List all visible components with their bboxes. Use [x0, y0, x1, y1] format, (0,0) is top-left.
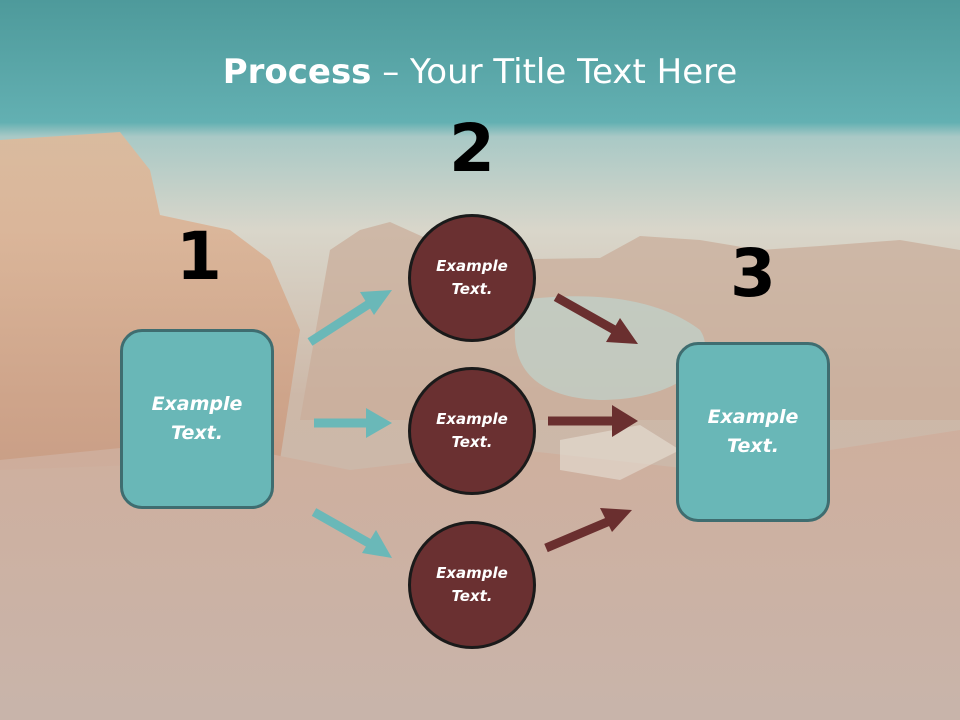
- maroon-arrow-middle: [548, 405, 638, 437]
- maroon-arrow-up: [544, 508, 632, 553]
- step-number-1: 1: [176, 218, 222, 295]
- title-bold: Process: [222, 52, 372, 92]
- teal-arrow-up: [307, 290, 392, 346]
- step-number-3: 3: [730, 235, 776, 312]
- left-step-box: Example Text.: [120, 329, 274, 509]
- left-step-label: Example Text.: [151, 393, 243, 444]
- maroon-arrow-down: [553, 293, 638, 344]
- circle-middle-label: Example Text.: [436, 410, 508, 451]
- slide-title: Process – Your Title Text Here: [0, 52, 960, 92]
- title-rest: – Your Title Text Here: [371, 52, 738, 92]
- circle-bottom-label: Example Text.: [436, 564, 508, 605]
- teal-arrow-middle: [314, 408, 392, 438]
- teal-arrow-down: [311, 508, 392, 558]
- circle-top-label: Example Text.: [436, 257, 508, 298]
- circle-step-top: Example Text.: [408, 214, 536, 342]
- right-step-label: Example Text.: [707, 406, 799, 457]
- right-step-box: Example Text.: [676, 342, 830, 522]
- step-number-2: 2: [449, 110, 495, 187]
- circle-step-middle: Example Text.: [408, 367, 536, 495]
- circle-step-bottom: Example Text.: [408, 521, 536, 649]
